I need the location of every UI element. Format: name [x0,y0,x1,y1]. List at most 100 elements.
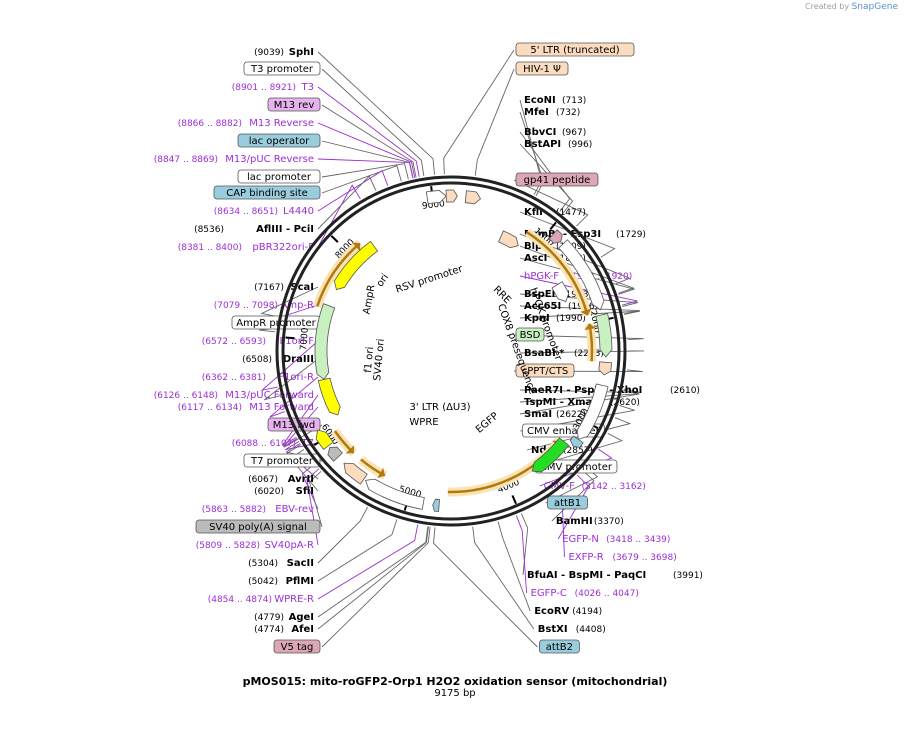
orf-arrowhead [377,467,385,479]
callout-primer: SV40pA-R(5809 .. 5828) [196,540,314,551]
site-position: (4194) [572,607,602,617]
primer-position: (4854 .. 4874) [208,595,272,605]
callout-line [515,515,528,594]
callout-line [317,158,414,179]
callout-primer: T3(8901 .. 8921) [232,82,314,93]
site-name: BstXI [538,624,568,635]
feature-tag-box [237,169,321,184]
callout-feature: lac operator [237,133,321,148]
site-position: (1729) [616,230,646,240]
feature-tag-label: BSD [520,330,541,341]
plasmid-title: pMOS015: mito-roGFP2-Orp1 H2O2 oxidation… [242,675,668,688]
callout-feature: T7 promoter [243,453,321,468]
primer-position: (5863 .. 5882) [202,505,266,515]
primer-position: (6117 .. 6134) [178,403,242,413]
primer-position: (6572 .. 6593) [202,337,266,347]
callout-feature: 5' LTR (truncated) [515,42,635,57]
feature-tag-box [515,327,545,342]
callout-primer: M13 Reverse(8866 .. 8882) [178,118,314,129]
feature-rsv-promoter [425,190,447,205]
site-name: SmaI [524,409,552,420]
callout-line [321,165,402,194]
site-position: (1990) [556,314,586,324]
callout-feature: attB2 [539,639,580,654]
tick-mark [549,221,557,231]
primer-name: SV40pA-R [265,540,314,551]
site-position: (4779) [254,613,284,623]
callout-site: SfiI(6020) [254,486,314,497]
site-position: (713) [562,96,586,106]
primer-name: hPGK-F [524,271,559,282]
feature-tag-label: T7 promoter [250,456,314,467]
site-name: BlpI [524,241,546,252]
callout-primer: F1ori-F(6572 .. 6593) [202,336,315,347]
feature-ori [333,240,379,291]
callout-line [519,390,640,415]
primer-position: (8866 .. 8882) [178,119,242,129]
callout-line [519,310,640,319]
callout-line [317,526,429,618]
callout-line [519,131,571,212]
primer-name: pBR322ori-F [252,242,314,253]
feature-tag-box [515,172,599,187]
site-name: AvrII [288,474,314,485]
feature-label: WPRE [409,417,438,428]
callout-line [317,51,435,175]
callout-site: BstXI(4408) [538,624,606,635]
callout-line [321,104,417,178]
callout-line [321,163,409,180]
site-name: MfeI [524,107,549,118]
site-name: BbvCI [524,127,556,138]
callout-feature: CAP binding site [213,185,321,200]
callout-line [532,432,624,468]
callout-site: AvrII(6067) [248,474,314,485]
site-position: (4774) [254,625,284,635]
feature-gp41 [548,229,563,244]
primer-name: T3 [301,82,314,93]
callout-site: KflI (1477) [524,207,586,218]
feature-tag-box [195,519,321,534]
feature-tag-box [515,42,635,57]
feature-label: RSV promoter [394,263,465,295]
primer-position: (8634 .. 8651) [214,207,278,217]
feature-tag-box [273,639,321,654]
site-name: NdeI [531,445,557,456]
feature-tag-label: AmpR promoter [236,318,316,329]
feature-tag-label: cPPT/CTS [522,366,568,377]
feature-label: AmpR [362,284,378,315]
callout-site: ScaI(7167) [254,282,314,293]
site-name: SacII [287,558,314,569]
feature-tag-box [243,453,321,468]
callout-line [317,519,398,582]
callout-line [519,350,645,354]
callout-line [317,122,416,178]
callout-line [317,526,429,630]
primer-position: (8381 .. 8400) [178,243,242,253]
callout-line [519,388,640,393]
callout-line [513,179,589,227]
primer-position: (6362 .. 6381) [202,373,266,383]
callout-site: EcoRV(4194) [534,606,602,617]
site-position: (6508) [242,355,272,365]
site-position: (1477) [556,208,586,218]
feature-sv40-polya [327,446,343,462]
site-position: (8536) [194,225,224,235]
feature-tag-box [539,639,580,654]
primer-name: EGFP-N [562,534,599,545]
site-position: (732) [556,108,580,118]
orf-arrowhead [351,242,361,252]
site-name: KpnI [524,313,550,324]
tick-mark [285,336,295,340]
feature-wpre [365,478,425,510]
callout-line [519,143,574,214]
callout-line [286,444,319,480]
site-position: (5304) [248,559,278,569]
callout-primer: EXFP-R(3679 .. 3698) [568,552,676,563]
primer-name: EXFP-R [568,552,603,563]
feature-tag-box [243,61,321,76]
feature-tag-label: attB2 [546,642,573,653]
feature-f1-ori [317,377,341,416]
site-position: (5042) [248,577,278,587]
site-name: KflI [524,207,543,218]
